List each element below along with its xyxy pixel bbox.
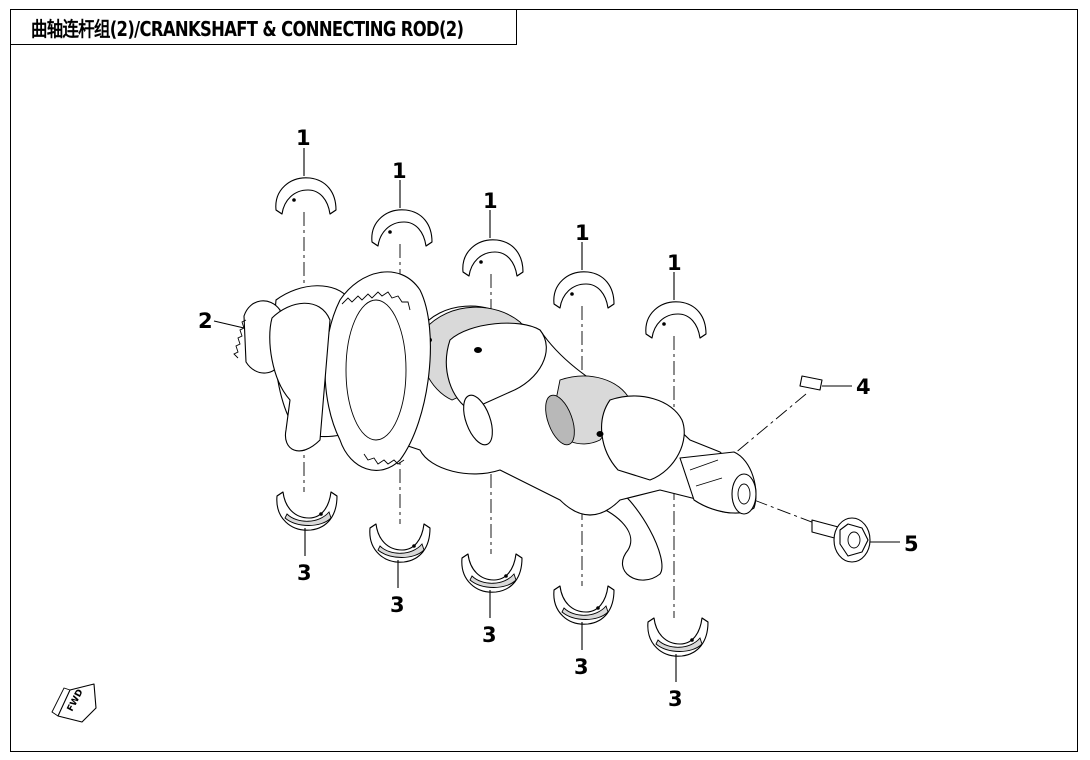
callout-3-d: 3 [574, 655, 589, 679]
woodruff-key [799, 375, 823, 391]
fwd-arrow-icon: FWD [51, 683, 97, 723]
callout-3-c: 3 [482, 623, 497, 647]
callout-3-e: 3 [668, 687, 683, 711]
lower-bearing-shell-1 [276, 491, 338, 531]
callout-3-b: 3 [390, 593, 405, 617]
crank-gear [324, 271, 431, 471]
lower-bearing-shell-3 [461, 553, 523, 593]
lower-bearing-shell-2 [369, 523, 431, 563]
callout-4: 4 [856, 375, 871, 399]
drawing-frame [10, 9, 1078, 752]
upper-bearing-shell-1 [275, 177, 337, 215]
leader-lines [213, 148, 900, 682]
upper-bearing-shell-5 [645, 301, 707, 339]
callout-2: 2 [198, 309, 213, 333]
upper-bearing-shell-3 [462, 239, 524, 277]
callout-5: 5 [904, 532, 919, 556]
timing-sprocket [233, 300, 331, 452]
diagram-title: 曲轴连杆组(2)/CRANKSHAFT & CONNECTING ROD(2) [31, 16, 464, 41]
upper-bearing-shell-2 [371, 209, 433, 247]
flange-bolt [811, 517, 871, 563]
lower-bearing-shell-5 [647, 617, 709, 657]
callout-1-b: 1 [392, 159, 407, 183]
callout-1-e: 1 [667, 251, 682, 275]
callout-3-a: 3 [297, 561, 312, 585]
title-box: 曲轴连杆组(2)/CRANKSHAFT & CONNECTING ROD(2) [10, 9, 517, 45]
callout-1-d: 1 [575, 221, 590, 245]
callout-1-a: 1 [296, 126, 311, 150]
upper-bearing-shell-4 [553, 271, 615, 309]
callout-1-c: 1 [483, 189, 498, 213]
lower-bearing-shell-4 [553, 585, 615, 625]
